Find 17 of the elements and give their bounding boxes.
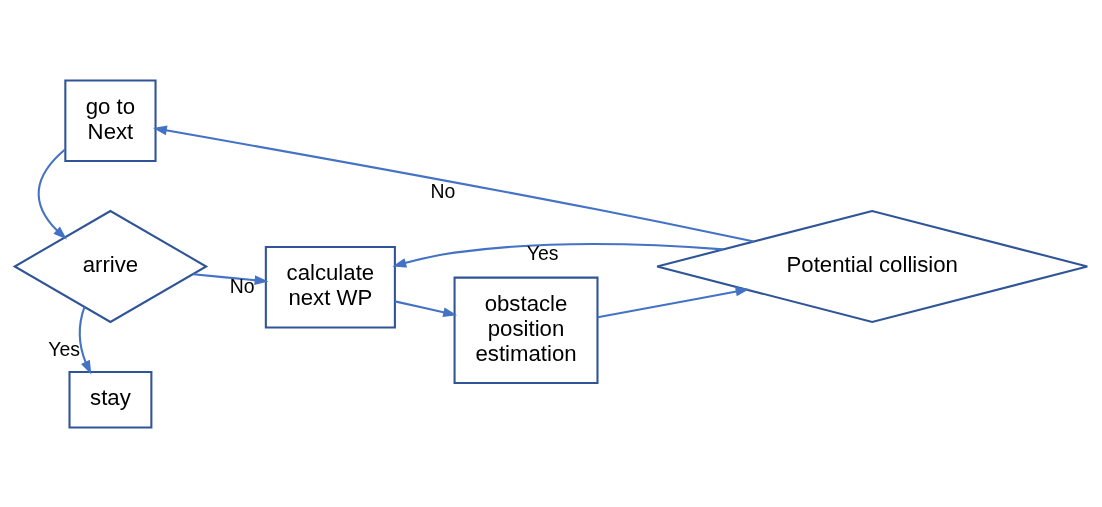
edge-label: Yes [526,241,559,264]
arrow [153,125,755,242]
arrow [392,242,724,268]
node-box: go to Next [64,79,157,162]
arrow [597,286,750,318]
edge-label: No [229,274,255,297]
edge-label: Yes [48,337,80,360]
arrow [394,299,458,317]
arrow [37,148,67,240]
arrow [193,272,269,285]
node-box: stay [68,370,153,428]
node-box: calculate next WP [264,245,396,329]
arrow [78,306,92,374]
edge-label: No [430,179,456,202]
node-diamond: Potential collision [656,209,1089,323]
node-diamond: arrive [12,209,209,323]
node-box: obstacle position estimation [453,276,599,384]
